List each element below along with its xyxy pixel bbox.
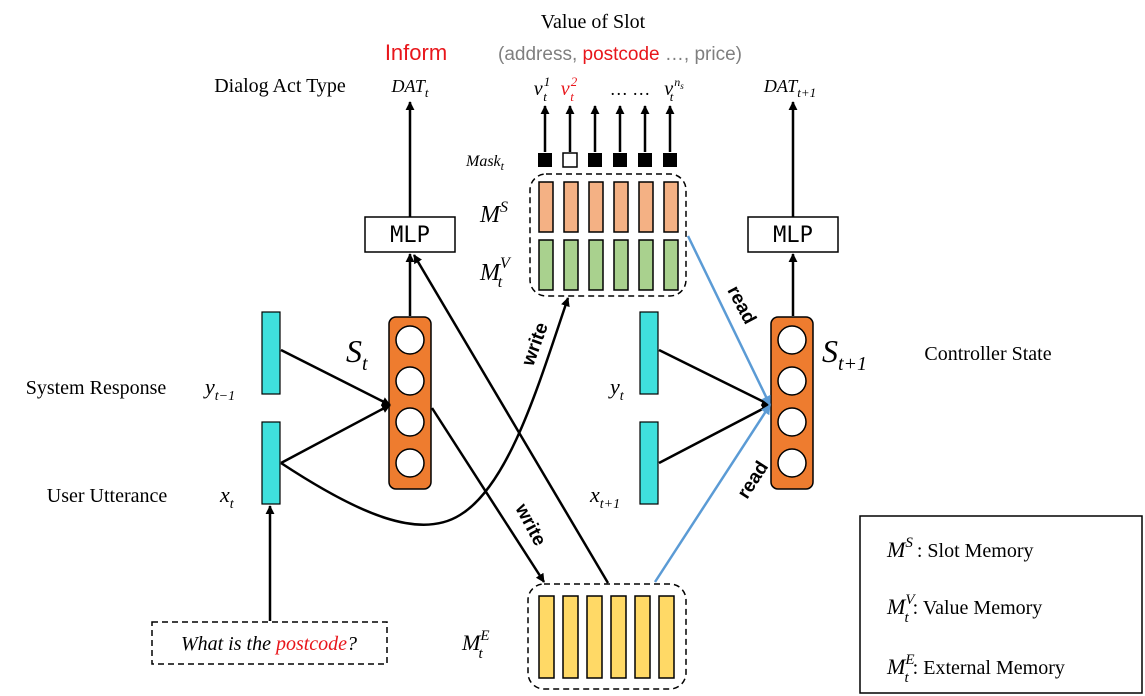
slot-list: (address, postcode …, price): [498, 44, 742, 65]
mlp-box-right: [747, 216, 839, 253]
slot-memory-cell: [613, 181, 629, 233]
user-utterance-label: User Utterance: [47, 485, 168, 507]
mlp-box-left: [364, 216, 456, 253]
slot-memory-cell: [663, 181, 679, 233]
external-memory-cell: [658, 595, 675, 679]
controller-state-left: [388, 316, 432, 490]
value-memory-cell: [563, 239, 579, 291]
y-t-minus-1-symbol: yt−1: [203, 374, 235, 404]
external-memory-cell: [586, 595, 603, 679]
external-memory-cell: [610, 595, 627, 679]
value-output-dots: … …: [610, 79, 651, 99]
mlp-label-left: MLP: [390, 223, 430, 248]
arrow-x-to-state-right: [658, 403, 771, 465]
mask-arrows: [540, 105, 675, 152]
system-response-vector-right: [639, 311, 659, 395]
slot-memory-cell: [563, 181, 579, 233]
legend-box: [859, 515, 1143, 694]
mask-cell: [638, 153, 652, 167]
state-symbol-left: St: [346, 333, 368, 375]
value-memory-cell: [638, 239, 654, 291]
y-t-symbol: yt: [608, 374, 625, 404]
slot-memory-cell: [638, 181, 654, 233]
controller-state-right: [770, 316, 814, 490]
memory-group-frame: [529, 173, 687, 297]
mask-row: [538, 105, 677, 168]
arrow-y-to-state-right: [658, 348, 771, 407]
write-label-upper: write: [518, 320, 553, 370]
external-memory-frame: [527, 583, 687, 690]
arrow-y-to-state-left: [280, 348, 391, 407]
value-memory-cell: [613, 239, 629, 291]
value-memory-cell: [663, 239, 679, 291]
mask-label: Maskt: [465, 153, 505, 173]
slot-memory: [538, 181, 679, 233]
user-utterance-vector-left: [261, 421, 281, 505]
controller-state-label: Controller State: [924, 343, 1051, 365]
slot-memory-symbol: MS: [479, 199, 508, 228]
mask-cell-open: [562, 152, 578, 168]
x-t-plus-1-symbol: xt+1: [589, 482, 620, 512]
dialog-act-type-label: Dialog Act Type: [214, 75, 346, 97]
user-utterance-vector-right: [639, 421, 659, 505]
arrow-write-external: [430, 407, 546, 583]
dat-t-symbol: DATt: [391, 76, 429, 100]
external-memory-cell: [562, 595, 579, 679]
value-memory-cell: [538, 239, 554, 291]
read-arrows: [653, 235, 772, 583]
mlp-label-right: MLP: [773, 223, 813, 248]
external-memory: [538, 595, 675, 679]
inform-label: Inform: [385, 40, 447, 65]
dat-t1-symbol: DATt+1: [763, 76, 816, 100]
system-response-vector-left: [261, 311, 281, 395]
x-t-symbol: xt: [219, 482, 235, 512]
mask-cell: [538, 153, 552, 167]
arrow-read-slot: [686, 235, 772, 406]
arrow-x-to-state-left: [280, 403, 391, 465]
query-text: What is the postcode?: [181, 633, 357, 655]
legend-item-slot-memory: MS: Slot Memory: [886, 535, 1034, 562]
slot-memory-cell: [588, 181, 604, 233]
external-memory-cell: [538, 595, 555, 679]
arrow-write-slot-value: [280, 297, 570, 527]
mask-cell: [588, 153, 602, 167]
read-label-lower: read: [734, 458, 773, 503]
value-of-slot-heading: Value of Slot: [541, 11, 646, 33]
value-memory-cell: [588, 239, 604, 291]
system-response-label: System Response: [26, 377, 167, 399]
mask-cell: [663, 153, 677, 167]
external-memory-cell: [634, 595, 651, 679]
write-label-lower: write: [510, 500, 550, 550]
slot-memory-cell: [538, 181, 554, 233]
connection-arrows: [265, 101, 798, 621]
value-memory: [538, 239, 679, 291]
arrow-read-external: [653, 404, 772, 583]
mask-cell: [613, 153, 627, 167]
state-symbol-right: St+1: [822, 333, 867, 375]
arrow-external-to-mlp: [412, 254, 610, 584]
query-box: [151, 621, 388, 665]
